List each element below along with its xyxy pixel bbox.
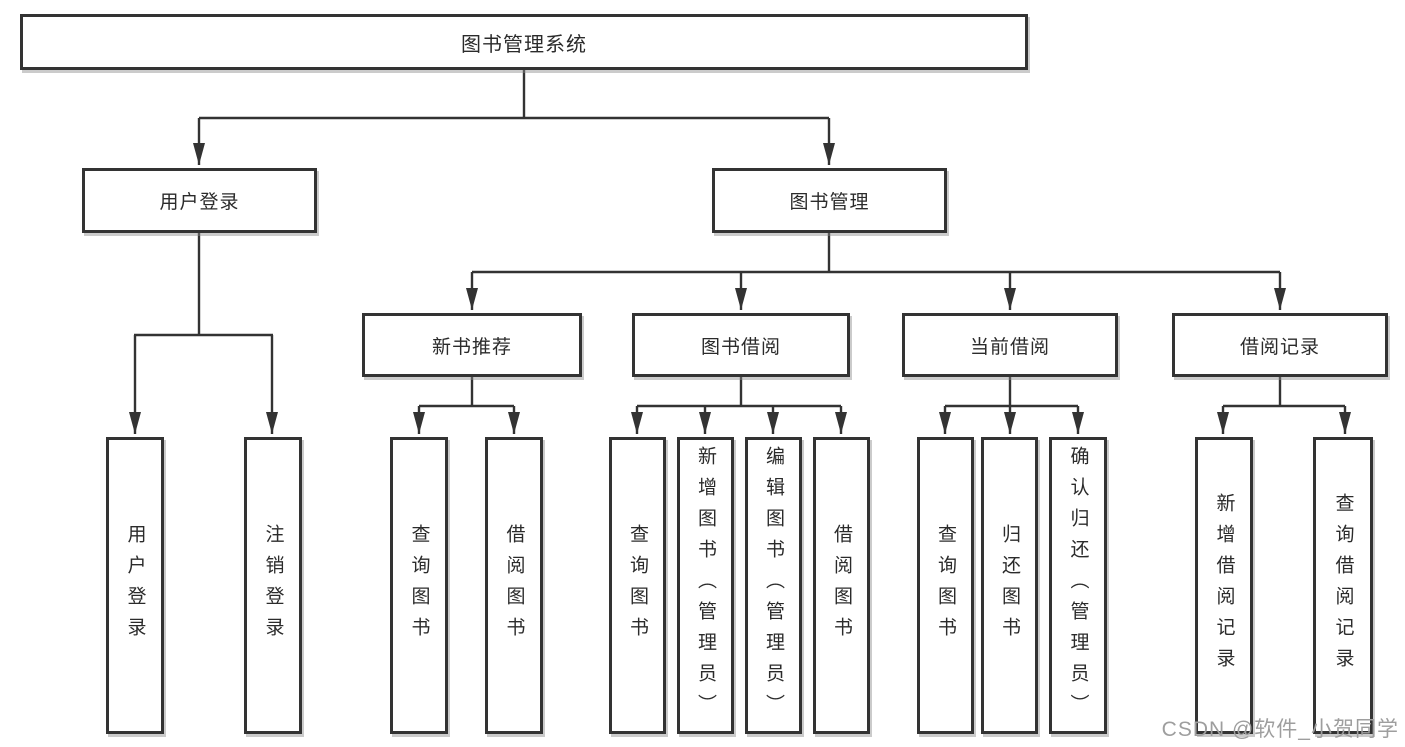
node-current-borrowing-label: 当前借阅 bbox=[969, 336, 1050, 358]
leaf-current-return-books-label: 归还图书 bbox=[999, 523, 1020, 648]
leaf-user-login-label: 用户登录 bbox=[124, 523, 146, 648]
leaf-borrowing-query-books: 查询图书 bbox=[609, 437, 666, 734]
leaf-borrowing-edit-books: 编辑图书（管理员） bbox=[745, 437, 802, 734]
leaf-user-login: 用户登录 bbox=[106, 437, 164, 734]
node-borrowing-records: 借阅记录 bbox=[1172, 313, 1388, 377]
leaf-records-query-record: 查询借阅记录 bbox=[1313, 437, 1373, 734]
leaf-borrowing-query-books-label: 查询图书 bbox=[627, 523, 648, 648]
node-new-book-recommend: 新书推荐 bbox=[362, 313, 582, 377]
node-current-borrowing: 当前借阅 bbox=[902, 313, 1118, 377]
node-user-login-branch-label: 用户登录 bbox=[159, 192, 240, 213]
leaf-current-return-books: 归还图书 bbox=[981, 437, 1038, 734]
node-borrowing-records-label: 借阅记录 bbox=[1239, 336, 1320, 358]
leaf-current-query-books: 查询图书 bbox=[917, 437, 974, 734]
leaf-recommend-borrow-books-label: 借阅图书 bbox=[503, 523, 525, 648]
leaf-recommend-query-books-label: 查询图书 bbox=[408, 523, 430, 648]
leaf-borrowing-borrow-books-label: 借阅图书 bbox=[831, 523, 852, 648]
leaf-borrowing-add-books: 新增图书（管理员） bbox=[677, 437, 734, 734]
leaf-recommend-query-books: 查询图书 bbox=[390, 437, 448, 734]
leaf-current-confirm-return: 确认归还（管理员） bbox=[1049, 437, 1107, 734]
node-book-borrowing-label: 图书借阅 bbox=[700, 336, 781, 358]
leaf-logout: 注销登录 bbox=[244, 437, 302, 734]
node-root: 图书管理系统 bbox=[20, 14, 1028, 70]
node-new-book-recommend-label: 新书推荐 bbox=[431, 336, 512, 358]
leaf-records-add-record: 新增借阅记录 bbox=[1195, 437, 1253, 734]
leaf-borrowing-add-books-label: 新增图书（管理员） bbox=[695, 446, 716, 725]
leaf-current-query-books-label: 查询图书 bbox=[935, 523, 956, 648]
leaf-recommend-borrow-books: 借阅图书 bbox=[485, 437, 543, 734]
csdn-watermark: CSDN @软件_小贺同学 bbox=[1161, 718, 1399, 741]
leaf-borrowing-edit-books-label: 编辑图书（管理员） bbox=[763, 446, 784, 725]
leaf-logout-label: 注销登录 bbox=[262, 523, 284, 648]
leaf-records-add-record-label: 新增借阅记录 bbox=[1213, 492, 1235, 679]
node-root-label: 图书管理系统 bbox=[461, 33, 587, 56]
node-user-login-branch: 用户登录 bbox=[82, 168, 317, 233]
node-book-management: 图书管理 bbox=[712, 168, 947, 233]
leaf-records-query-record-label: 查询借阅记录 bbox=[1332, 492, 1354, 679]
node-book-management-label: 图书管理 bbox=[789, 192, 870, 213]
node-book-borrowing: 图书借阅 bbox=[632, 313, 850, 377]
leaf-borrowing-borrow-books: 借阅图书 bbox=[813, 437, 870, 734]
leaf-current-confirm-return-label: 确认归还（管理员） bbox=[1067, 446, 1089, 725]
